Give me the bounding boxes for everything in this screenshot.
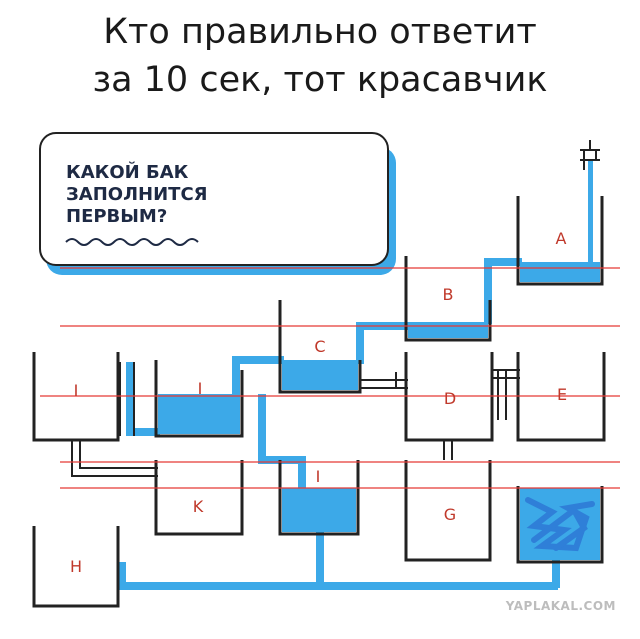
label-tank-b: B [443,285,454,304]
water-pipe-b-c-down [356,322,364,364]
callout-line-3: ПЕРВЫМ? [66,206,167,227]
callout-box [39,132,389,266]
faucet [580,140,600,170]
tank-g [404,460,492,562]
label-tank-i3: I [316,467,321,486]
headline-line-2: за 10 сек, тот красавчик [92,60,548,100]
water-pipe-h [118,562,126,590]
label-tank-k: K [193,497,204,516]
label-tank-h: H [70,557,82,576]
water-tank-i3 [282,488,356,532]
guide-lines [40,267,620,489]
pipe-e-left [497,370,507,420]
label-tank-e: E [557,385,567,404]
label-tank-g: G [444,505,456,524]
tank-f [516,486,604,564]
headline: Кто правильно ответит за 10 сек, тот кра… [0,8,640,104]
tank-b [404,256,492,342]
watermark: YAPLAKAL.COM [505,599,616,613]
label-tank-i1: I [198,379,203,398]
tank-i1 [154,360,244,438]
water-pipe-bottom [124,582,558,590]
pipe-c-d [360,379,408,389]
water-pipe-c-i1 [234,356,284,364]
pipes [71,140,600,477]
water-pipe-a-b-down [484,258,492,324]
question-callout: КАКОЙ БАК ЗАПОЛНИТСЯ ПЕРВЫМ? [39,132,396,275]
water-pipe-a-b [486,258,522,266]
tank-c [278,300,362,394]
water-tank-i1 [158,394,240,434]
pipe-i-left-k [71,440,158,477]
water-pipe-f-down [552,558,560,588]
tank-a [516,196,604,286]
tank-k [154,460,244,536]
label-tank-d: D [444,389,456,408]
water-tank-b [408,322,488,338]
faucet-stream [588,160,593,266]
water-pipe-i1-left-bottom [126,428,160,436]
tank-labels: A B C I I D E K I G H [70,229,567,576]
pipe-i1-left [119,362,135,436]
water-tank-a [520,262,600,282]
callout-line-1: КАКОЙ БАК [66,161,189,183]
water-pipe-i1-i3-down [298,456,306,490]
callout-line-2: ЗАПОЛНИТСЯ [66,184,208,205]
headline-line-1: Кто правильно ответит [103,12,537,52]
water-pipe-i3-down [316,530,324,588]
tank-i3 [278,460,360,536]
pipe-d-bottom [443,440,453,460]
wave-decoration [65,238,199,246]
water-tank-c [282,360,358,390]
water-pipe-i1-left [126,362,134,434]
ice-scribble [525,497,595,552]
label-tank-a: A [556,229,567,248]
water-pipe-c-i1-down [232,356,240,396]
label-tank-i-left: I [74,381,79,400]
tank-h [32,526,120,608]
water-pipe-i1-i3-h [258,456,306,464]
label-tank-c: C [314,337,325,356]
water-pipe-i1-i3 [258,394,266,464]
